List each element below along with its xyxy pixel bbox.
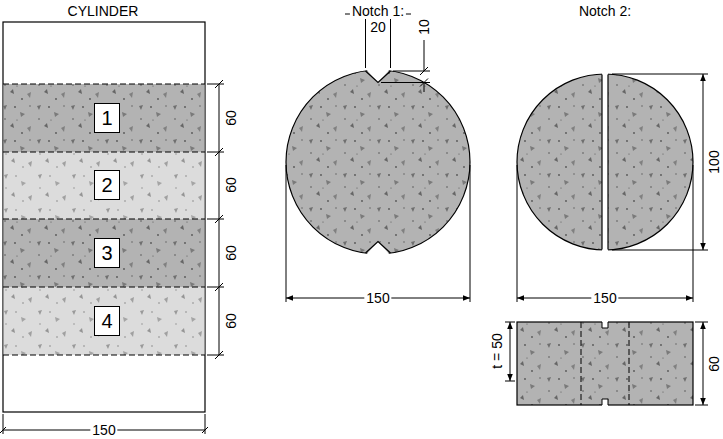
notch-1-section (286, 10, 470, 302)
dimension-value: 60 (223, 243, 239, 263)
cylinder (3, 22, 205, 412)
dimension-value: 100 (706, 148, 722, 175)
notch-2-section (505, 72, 708, 406)
figure-title: CYLINDER (66, 3, 141, 19)
dimension-value: 150 (591, 290, 618, 306)
dimension-value: 150 (90, 422, 117, 438)
dimension-value: 10 (416, 17, 432, 37)
dimension-value: 60 (223, 175, 239, 195)
dimension-value: t = 50 (489, 331, 505, 370)
dimension-value: 60 (223, 311, 239, 331)
callout-number: 3 (101, 243, 112, 263)
callout-number: 4 (101, 311, 112, 331)
band-number-box: 2 (94, 170, 120, 200)
dimension-value: 60 (706, 354, 722, 374)
figure-title: Notch 2: (577, 3, 633, 19)
callout-number: 2 (101, 175, 112, 195)
band-number-box: 1 (94, 103, 120, 133)
dimension-value: 60 (223, 108, 239, 128)
dimension-value: 150 (364, 290, 391, 306)
dimension-value: 20 (368, 19, 388, 35)
callout-number: 1 (101, 108, 112, 128)
figure-title: Notch 1: (350, 3, 406, 19)
band-number-box: 3 (94, 238, 120, 268)
band-number-box: 4 (94, 306, 120, 336)
dimension-lines (0, 80, 224, 434)
